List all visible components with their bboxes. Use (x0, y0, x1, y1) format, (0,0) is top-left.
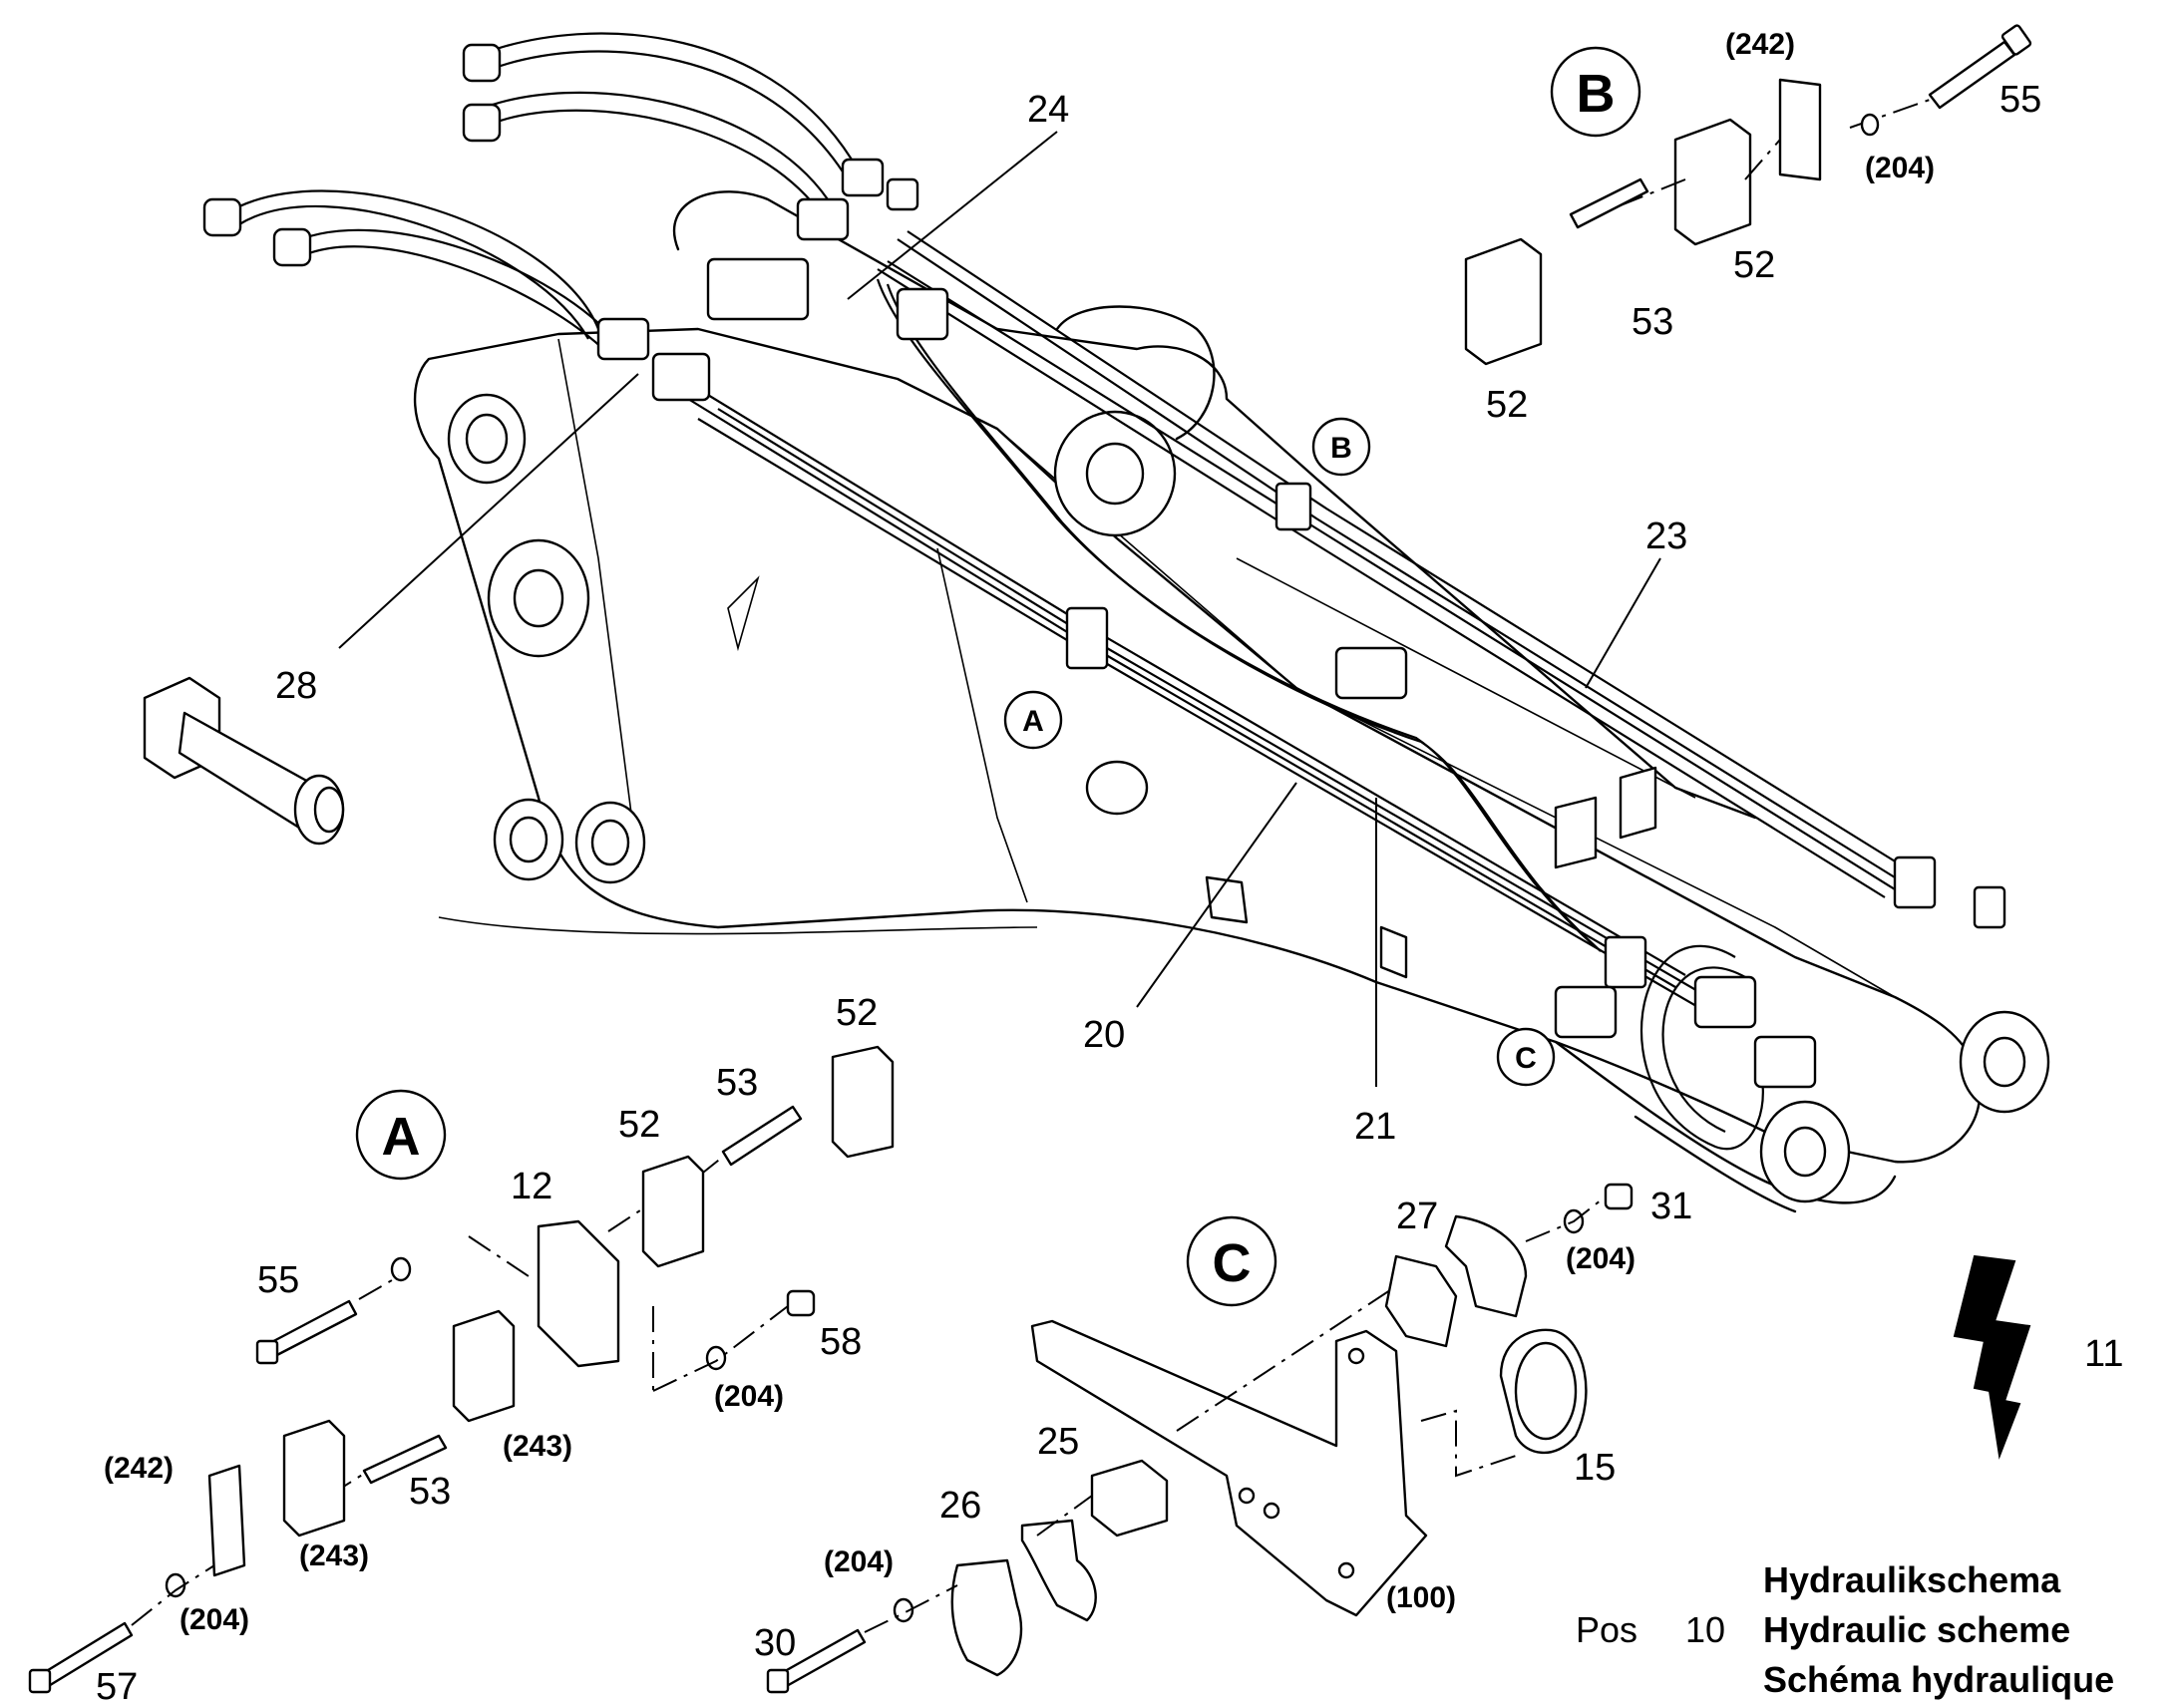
flanged-pipe (143, 676, 345, 846)
callout-a-53-bottom: 53 (409, 1471, 451, 1513)
leader-23 (1585, 557, 1661, 689)
callout-a-55: 55 (257, 1259, 299, 1301)
callout-c-27: 27 (1396, 1196, 1438, 1237)
detail-marker-b-big (1550, 46, 1641, 138)
detail-marker-c-small-label: C (1515, 1042, 1537, 1075)
callout-b-53: 53 (1632, 301, 1673, 343)
callout-c-15: 15 (1574, 1447, 1616, 1489)
legend-line-de: Hydraulikschema (1763, 1559, 2061, 1600)
leader-20 (1136, 782, 1297, 1008)
detail-c-title: C (1213, 1233, 1252, 1293)
detail-marker-b-small-label: B (1330, 432, 1352, 465)
legend-line-fr: Schéma hydraulique (1763, 1659, 2114, 1700)
callout-a-243-bottom: (243) (299, 1539, 369, 1572)
detail-marker-a-small-label: A (1022, 705, 1044, 738)
callout-b-242: (242) (1725, 28, 1795, 61)
detail-b-title: B (1577, 64, 1616, 124)
callout-24: 24 (1027, 89, 1069, 131)
detail-marker-a-big (355, 1089, 447, 1181)
callout-c-31: 31 (1650, 1186, 1692, 1227)
callout-c-204-top: (204) (1566, 1242, 1635, 1275)
callout-c-30: 30 (754, 1622, 796, 1664)
callout-a-243-top: (243) (503, 1430, 572, 1463)
callout-c-26: 26 (939, 1485, 981, 1527)
detail-c: C (766, 1183, 1634, 1694)
callout-a-12: 12 (511, 1166, 552, 1207)
hydraulic-hose-routing (223, 32, 1906, 1151)
legend-block: Hydraulikschema Pos 10 Hydraulic scheme … (1576, 1559, 2114, 1700)
boom-structure (413, 190, 2050, 1213)
callout-20: 20 (1083, 1014, 1125, 1056)
callout-c-204-bottom: (204) (824, 1545, 894, 1578)
detail-marker-c-big (1186, 1215, 1277, 1307)
callout-a-57: 57 (96, 1666, 138, 1708)
detail-a-title: A (382, 1107, 421, 1167)
callout-c-25: 25 (1037, 1421, 1079, 1463)
callout-a-204-top: (204) (714, 1380, 784, 1413)
callout-11: 11 (2084, 1333, 2123, 1375)
callout-a-58: 58 (820, 1321, 862, 1363)
leader-28 (338, 373, 639, 649)
callout-21: 21 (1354, 1106, 1396, 1148)
callout-a-242: (242) (104, 1452, 174, 1485)
callout-28: 28 (275, 665, 317, 707)
detail-b: B (1464, 24, 2032, 366)
callout-b-55: 55 (1999, 79, 2041, 121)
electrical-lightning-icon (1953, 1254, 2031, 1460)
detail-marker-c-small: C (1496, 1027, 1556, 1087)
callout-23: 23 (1645, 515, 1687, 557)
detail-marker-b-small: B (1311, 417, 1371, 477)
callout-a-204-bottom: (204) (180, 1603, 249, 1636)
callout-b-52-right: 52 (1733, 244, 1775, 286)
callout-b-204: (204) (1865, 152, 1935, 184)
leader-24 (847, 131, 1058, 300)
detail-marker-a-small: A (1003, 690, 1063, 750)
legend-pos-number: 10 (1685, 1609, 1725, 1650)
callout-b-52-left: 52 (1486, 384, 1528, 426)
callout-c-100: (100) (1386, 1581, 1456, 1614)
callout-a-53-top: 53 (716, 1062, 758, 1104)
legend-pos-label: Pos (1576, 1609, 1637, 1650)
detail-a: A (28, 1045, 895, 1694)
legend-line-en: Hydraulic scheme (1763, 1609, 2070, 1650)
callout-a-52-top: 52 (836, 992, 878, 1034)
hose-couplings (202, 43, 2006, 1089)
callout-a-52-mid: 52 (618, 1104, 660, 1146)
